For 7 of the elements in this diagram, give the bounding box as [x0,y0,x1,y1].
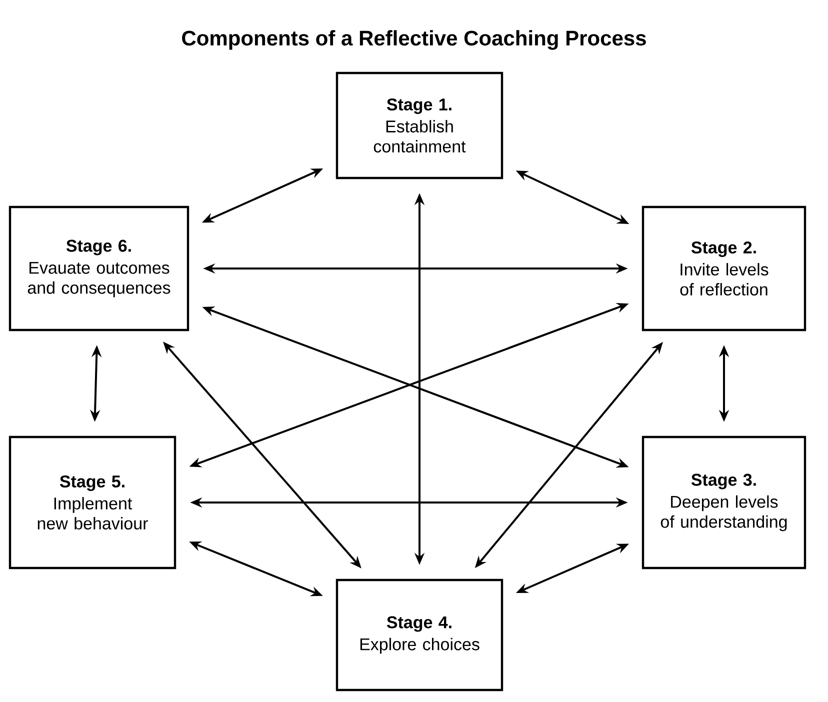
stage-box: Stage 5. Implement new behaviour [8,436,176,570]
stage-box: Stage 6. Evauate outcomes and consequences [8,206,190,332]
stage-box: Stage 3. Deepen levels of understanding [642,436,806,570]
stage-box: Stage 1. Establish containment [336,72,504,180]
title: Components of a Reflective Coaching Process [182,30,646,50]
stage-box: Stage 2. Invite levels of reflection [642,206,806,332]
stage-box: Stage 4. Explore choices [336,578,504,692]
